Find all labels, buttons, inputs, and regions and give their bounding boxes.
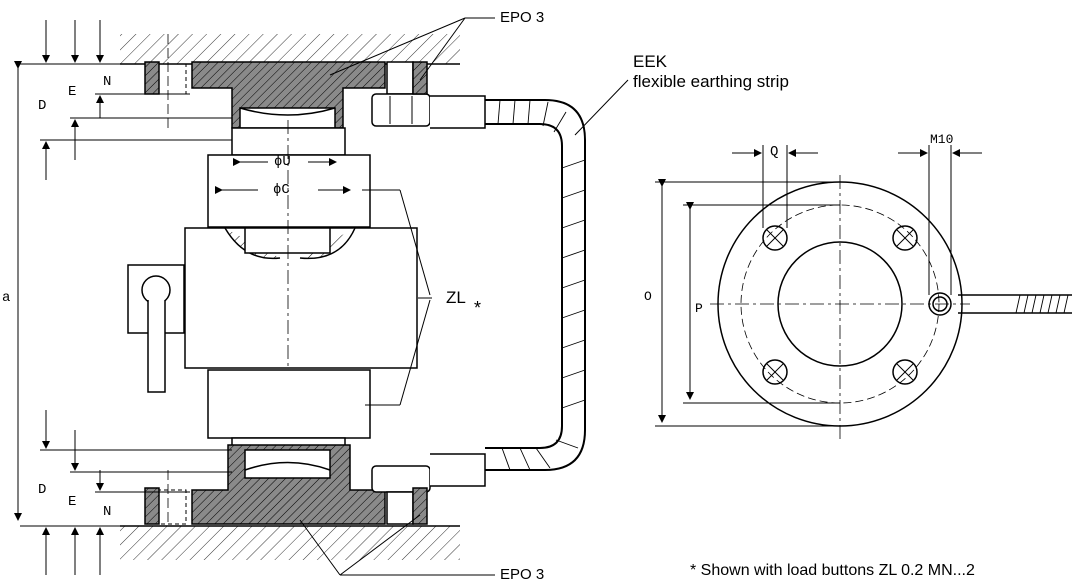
bottom-left-bolt (144, 470, 187, 560)
label-dim-e-bottom: E (68, 494, 77, 510)
top-view-dimensions (655, 145, 982, 427)
label-dim-d-top: D (38, 98, 47, 114)
label-dia-c: ϕC (273, 182, 290, 198)
label-dim-q: Q (770, 144, 779, 160)
label-eek-desc: flexible earthing strip (633, 72, 789, 91)
label-dim-p: P (695, 301, 703, 316)
label-dim-d-bottom: D (38, 482, 47, 498)
label-epo3-bottom: EPO 3 (500, 566, 545, 583)
label-zl: ZL (446, 288, 466, 307)
bottom-epo3-plate (191, 444, 386, 525)
label-epo3-top: EPO 3 (500, 9, 545, 26)
top-epo3-plate (191, 61, 386, 129)
earthing-strip (485, 99, 586, 471)
label-dim-m10: M10 (930, 132, 954, 147)
bolt-holes (762, 225, 952, 385)
label-dim-n-top: N (103, 74, 112, 90)
label-dia-u: ϕU (274, 154, 291, 170)
footnote: * Shown with load buttons ZL 0.2 MN...2 (690, 562, 975, 579)
label-dim-a: a (2, 290, 11, 306)
label-zl-star: * (474, 298, 482, 318)
leader-lines (299, 17, 629, 576)
cable-connector (127, 264, 185, 393)
bottom-right-bolt (371, 453, 486, 525)
top-right-bolt (371, 61, 486, 129)
side-view (14, 17, 629, 576)
label-dim-n-bottom: N (103, 504, 112, 520)
bottom-structure (120, 525, 460, 560)
label-dim-o: O (644, 289, 652, 304)
label-dim-e-top: E (68, 84, 77, 100)
top-load-button (207, 127, 371, 228)
top-view (655, 145, 1072, 440)
top-structure (120, 34, 460, 65)
dimension-lines (14, 20, 351, 575)
cable-stub (958, 294, 1072, 314)
load-cell-body (184, 120, 418, 470)
top-left-bolt (144, 34, 187, 128)
label-eek-code: EEK (633, 52, 668, 71)
